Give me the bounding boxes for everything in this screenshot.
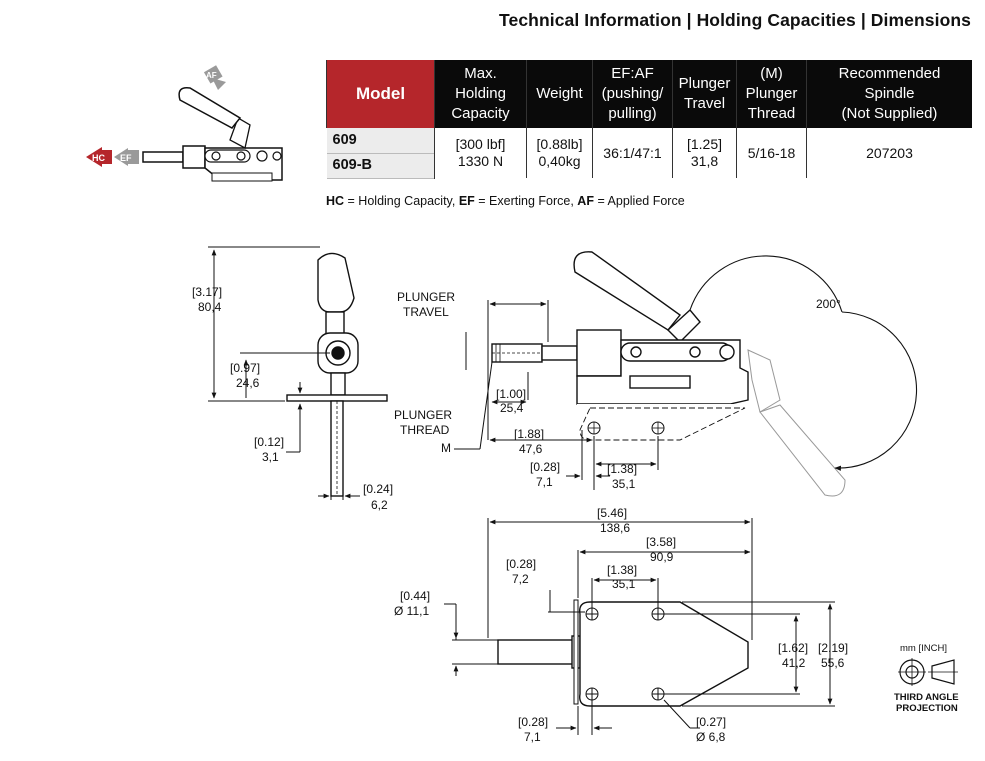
third-angle-projection-icon: mm [INCH] THIRD ANGLE PROJECTION (894, 643, 959, 714)
ef-arrow-icon (114, 148, 128, 166)
svg-text:55,6: 55,6 (821, 656, 845, 670)
plan-view-dimensions (444, 518, 835, 735)
svg-text:Ø 11,1: Ø 11,1 (394, 604, 429, 618)
end-view-dimensions (208, 246, 360, 500)
af-arrow-icon (212, 78, 226, 90)
svg-text:[0.27]: [0.27] (696, 715, 726, 729)
table-header-row: Model Max. Holding Capacity Weight EF:AF… (326, 60, 972, 128)
side-view-dimensions (454, 300, 659, 490)
header-weight: Weight (526, 60, 593, 128)
svg-text:[5.46]: [5.46] (597, 506, 627, 520)
svg-text:47,6: 47,6 (519, 442, 543, 456)
svg-text:90,9: 90,9 (650, 550, 674, 564)
svg-text:[0.24]: [0.24] (363, 482, 393, 496)
holding-capacity-value: [300 lbf] 1330 N (434, 128, 527, 178)
svg-text:7,2: 7,2 (512, 572, 529, 586)
svg-text:TRAVEL: TRAVEL (403, 305, 449, 319)
force-legend: HC = Holding Capacity, EF = Exerting For… (326, 194, 685, 208)
svg-text:[1.88]: [1.88] (514, 427, 544, 441)
svg-text:[1.38]: [1.38] (607, 462, 637, 476)
svg-text:[1.00]: [1.00] (496, 387, 526, 401)
end-view-labels: [3.17] 80,4 [0.97] 24,6 [0.12] 3,1 [0.24… (192, 285, 393, 512)
svg-text:24,6: 24,6 (236, 376, 260, 390)
svg-text:PLUNGER: PLUNGER (397, 290, 455, 304)
side-view-labels: PLUNGER TRAVEL [1.00] 25,4 PLUNGER THREA… (394, 290, 841, 491)
svg-text:AF: AF (206, 71, 217, 80)
weight-value: [0.88lb] 0,40kg (526, 128, 593, 178)
svg-text:80,4: 80,4 (198, 300, 222, 314)
svg-text:[0.12]: [0.12] (254, 435, 284, 449)
side-view (491, 251, 749, 441)
specs-table: Model Max. Holding Capacity Weight EF:AF… (326, 60, 972, 179)
plunger-travel-value: [1.25] 31,8 (672, 128, 737, 178)
svg-text:25,4: 25,4 (500, 401, 524, 415)
svg-text:mm [INCH]: mm [INCH] (900, 643, 947, 654)
svg-text:41,2: 41,2 (782, 656, 806, 670)
svg-text:PROJECTION: PROJECTION (896, 703, 958, 714)
header-spindle: Recommended Spindle (Not Supplied) (806, 60, 972, 128)
svg-text:Ø 6,8: Ø 6,8 (696, 730, 726, 744)
svg-text:138,6: 138,6 (600, 521, 630, 535)
clamp-icon: HC EF AF (86, 65, 283, 182)
model-609: 609 (326, 128, 435, 153)
svg-text:HC: HC (92, 153, 105, 163)
svg-text:7,1: 7,1 (524, 730, 541, 744)
svg-text:EF: EF (120, 153, 132, 163)
plan-view-labels: [5.46] 138,6 [3.58] 90,9 [0.28] 7,2 [1.3… (394, 506, 848, 744)
ghost-handle (689, 255, 918, 497)
header-holding: Max. Holding Capacity (434, 60, 527, 128)
svg-text:[0.44]: [0.44] (400, 589, 430, 603)
plan-view (497, 599, 749, 707)
plunger-thread-value: 5/16-18 (736, 128, 807, 178)
svg-text:[1.38]: [1.38] (607, 563, 637, 577)
ef-af-value: 36:1/47:1 (592, 128, 673, 178)
svg-text:M: M (441, 441, 451, 455)
svg-text:[0.28]: [0.28] (518, 715, 548, 729)
model-609-b: 609-B (326, 152, 435, 179)
header-efaf: EF:AF (pushing/ pulling) (592, 60, 673, 128)
svg-text:[3.17]: [3.17] (192, 285, 222, 299)
svg-text:3,1: 3,1 (262, 450, 279, 464)
end-view (286, 252, 388, 497)
svg-text:[0.28]: [0.28] (506, 557, 536, 571)
header-travel: Plunger Travel (672, 60, 737, 128)
svg-text:7,1: 7,1 (536, 475, 553, 489)
svg-text:THIRD ANGLE: THIRD ANGLE (894, 692, 959, 703)
svg-text:[0.97]: [0.97] (230, 361, 260, 375)
svg-text:35,1: 35,1 (612, 477, 636, 491)
svg-text:35,1: 35,1 (612, 577, 636, 591)
header-model: Model (326, 60, 435, 128)
svg-text:[3.58]: [3.58] (646, 535, 676, 549)
table-row: 609 [300 lbf] 1330 N [0.88lb] 0,40kg 36:… (326, 128, 972, 178)
svg-text:PLUNGER: PLUNGER (394, 408, 452, 422)
svg-text:[2.19]: [2.19] (818, 641, 848, 655)
table-row: 609-B (326, 152, 973, 179)
header-thread: (M) Plunger Thread (736, 60, 807, 128)
svg-text:[0.28]: [0.28] (530, 460, 560, 474)
svg-text:6,2: 6,2 (371, 498, 388, 512)
page-title: Technical Information | Holding Capaciti… (499, 10, 971, 30)
svg-text:200°: 200° (816, 297, 841, 311)
svg-text:[1.62]: [1.62] (778, 641, 808, 655)
svg-text:THREAD: THREAD (400, 423, 450, 437)
spindle-value: 207203 (806, 128, 972, 178)
